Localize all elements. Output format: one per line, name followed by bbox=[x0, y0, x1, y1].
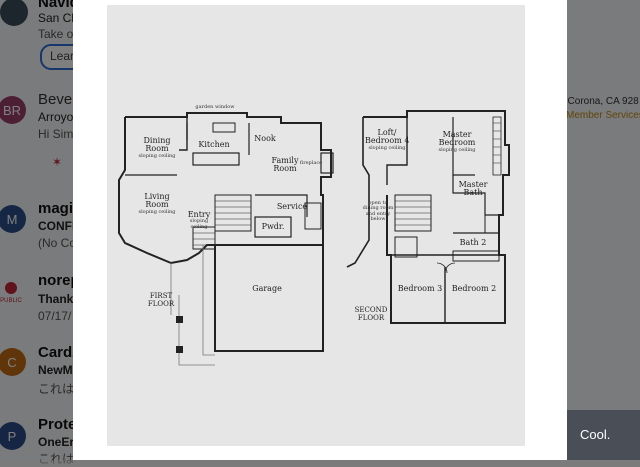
room-label-garage: Garage bbox=[252, 284, 282, 293]
room-label-master-bedroom: Master Bedroom sloping ceiling bbox=[433, 130, 481, 153]
garden-window-label: garden window bbox=[195, 104, 235, 110]
room-name: Family Room bbox=[271, 156, 299, 174]
first-floor-label: FIRST FLOOR bbox=[147, 292, 175, 308]
room-label-family: Family Room bbox=[265, 156, 305, 174]
room-label-service: Service bbox=[276, 202, 308, 211]
room-label-living: Living Room sloping ceiling bbox=[137, 192, 177, 215]
open-below-note: open to dining room and entry below bbox=[362, 200, 394, 222]
room-name: Dining Room bbox=[143, 136, 171, 154]
room-label-bedroom3: Bedroom 3 bbox=[397, 284, 443, 293]
room-note: sloping ceiling bbox=[138, 152, 176, 159]
room-label-kitchen: Kitchen bbox=[198, 140, 230, 149]
second-floor-label: SECOND FLOOR bbox=[354, 306, 388, 322]
room-name: Entry bbox=[187, 210, 211, 219]
reply-bubble bbox=[567, 410, 640, 460]
room-label-entry: Entry sloping ceiling bbox=[183, 210, 215, 230]
reply-text: Cool. bbox=[580, 427, 611, 442]
room-name: Living Room bbox=[144, 192, 170, 210]
room-label-loft: Loft/ Bedroom 4 sloping ceiling bbox=[365, 128, 410, 151]
fireplace-label: fireplace bbox=[299, 160, 323, 166]
image-viewer-modal: Dining Room sloping ceiling Kitchen Nook… bbox=[73, 0, 567, 460]
room-note: sloping ceiling bbox=[438, 146, 476, 153]
room-note: sloping ceiling bbox=[138, 208, 176, 215]
floor-plan-drawing bbox=[118, 110, 510, 366]
room-label-nook: Nook bbox=[254, 134, 276, 143]
room-label-dining: Dining Room sloping ceiling bbox=[137, 136, 177, 159]
floor-plan-image: Dining Room sloping ceiling Kitchen Nook… bbox=[107, 5, 525, 446]
room-label-bedroom2: Bedroom 2 bbox=[451, 284, 497, 293]
room-note: sloping ceiling bbox=[189, 218, 209, 230]
room-label-bath2: Bath 2 bbox=[459, 238, 487, 247]
room-note: sloping ceiling bbox=[368, 144, 406, 151]
room-name: Master Bedroom bbox=[438, 130, 476, 148]
room-label-master-bath: Master Bath bbox=[458, 180, 488, 198]
room-label-pwdr: Pwdr. bbox=[261, 222, 285, 231]
room-name: Loft/ Bedroom 4 bbox=[365, 128, 410, 146]
